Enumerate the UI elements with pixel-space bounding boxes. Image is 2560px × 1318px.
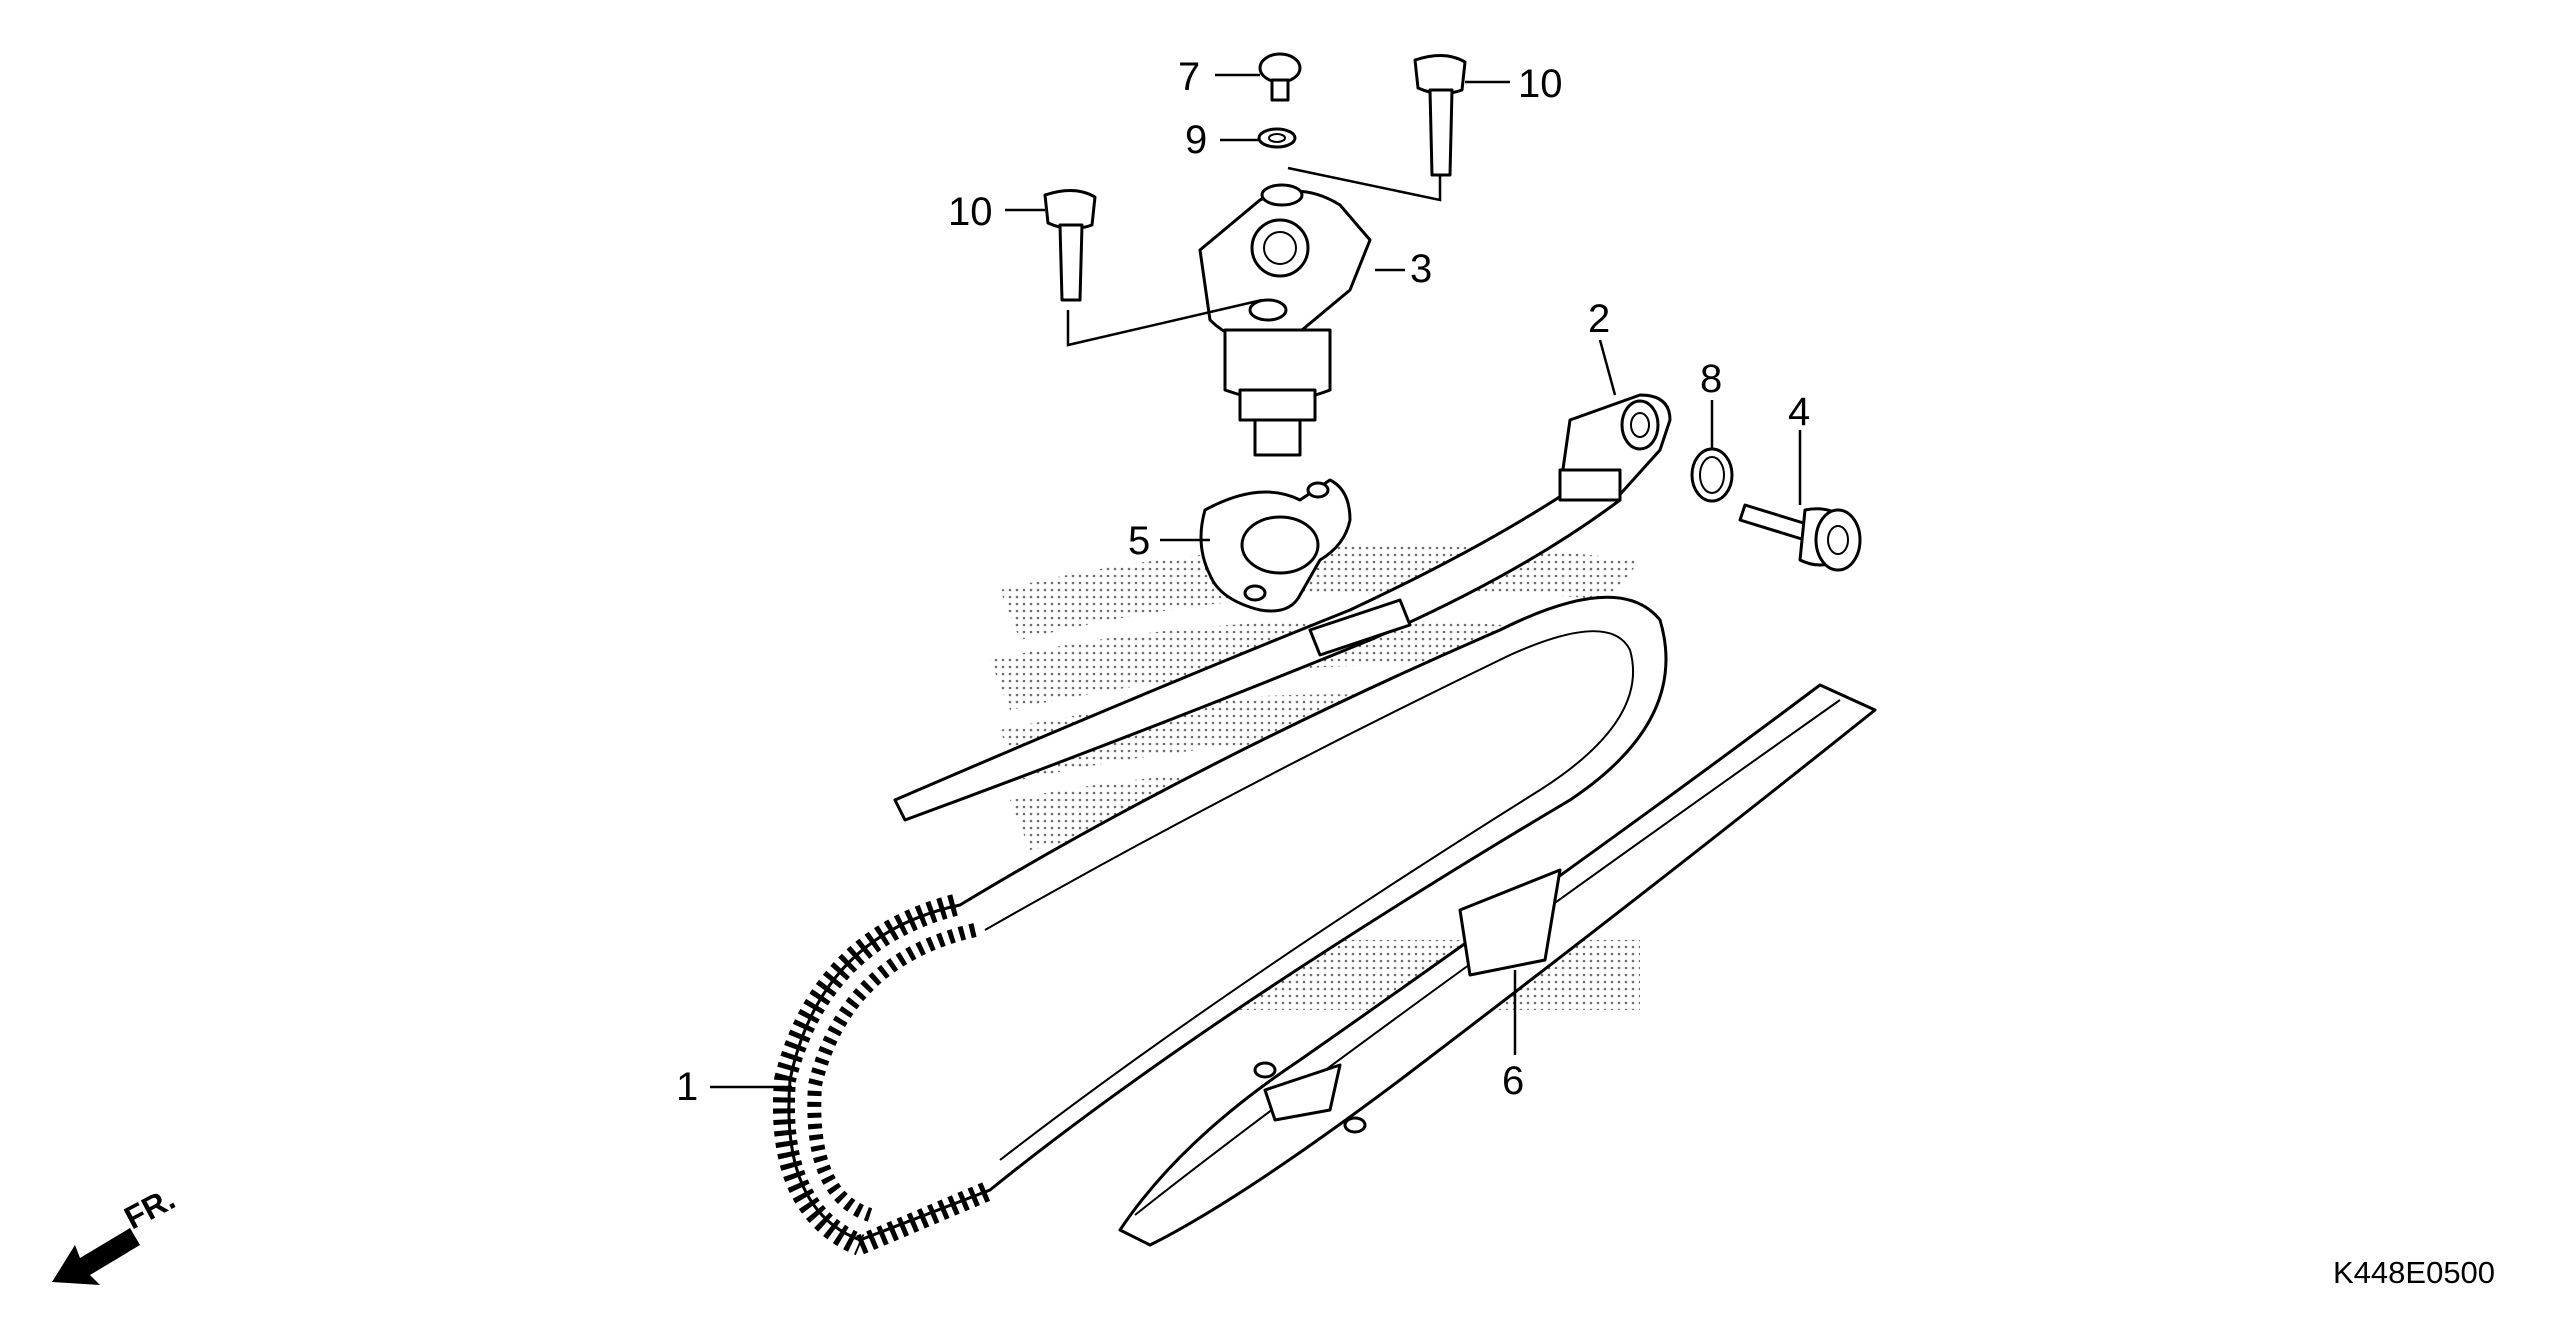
- front-direction-label: FR.: [118, 1180, 180, 1236]
- cam-chain: [773, 595, 1668, 1256]
- leader-lines: [710, 73, 1802, 1089]
- callout-10-left: 10: [948, 190, 993, 234]
- flange-bolt-left: [1043, 189, 1097, 302]
- callout-5: 5: [1128, 519, 1150, 563]
- callout-8: 8: [1700, 357, 1722, 401]
- callout-7: 7: [1178, 55, 1200, 99]
- tensioner-slider: [893, 393, 1672, 822]
- sealing-bolt: [1258, 52, 1302, 102]
- callout-1: 1: [676, 1065, 698, 1109]
- tensioner-gasket: [1199, 478, 1352, 613]
- callout-3: 3: [1410, 247, 1432, 291]
- tensioner-lifter: [1198, 183, 1372, 457]
- callout-9: 9: [1185, 118, 1207, 162]
- callout-4: 4: [1788, 390, 1810, 434]
- callout-6: 6: [1502, 1059, 1524, 1103]
- front-direction-arrow: [52, 1228, 140, 1285]
- chain-guide: [1118, 683, 1877, 1247]
- flange-bolt-upper: [1413, 54, 1467, 177]
- callout-labels: 1 2 3 4 5 6 7 8 9 10 10: [676, 55, 1810, 1109]
- o-ring: [1690, 447, 1734, 503]
- diagram-code: K448E0500: [2333, 1255, 2495, 1290]
- washer: [1257, 127, 1297, 149]
- callout-2: 2: [1588, 297, 1610, 341]
- callout-10-upper: 10: [1518, 62, 1563, 106]
- pivot-bolt: [1738, 503, 1862, 572]
